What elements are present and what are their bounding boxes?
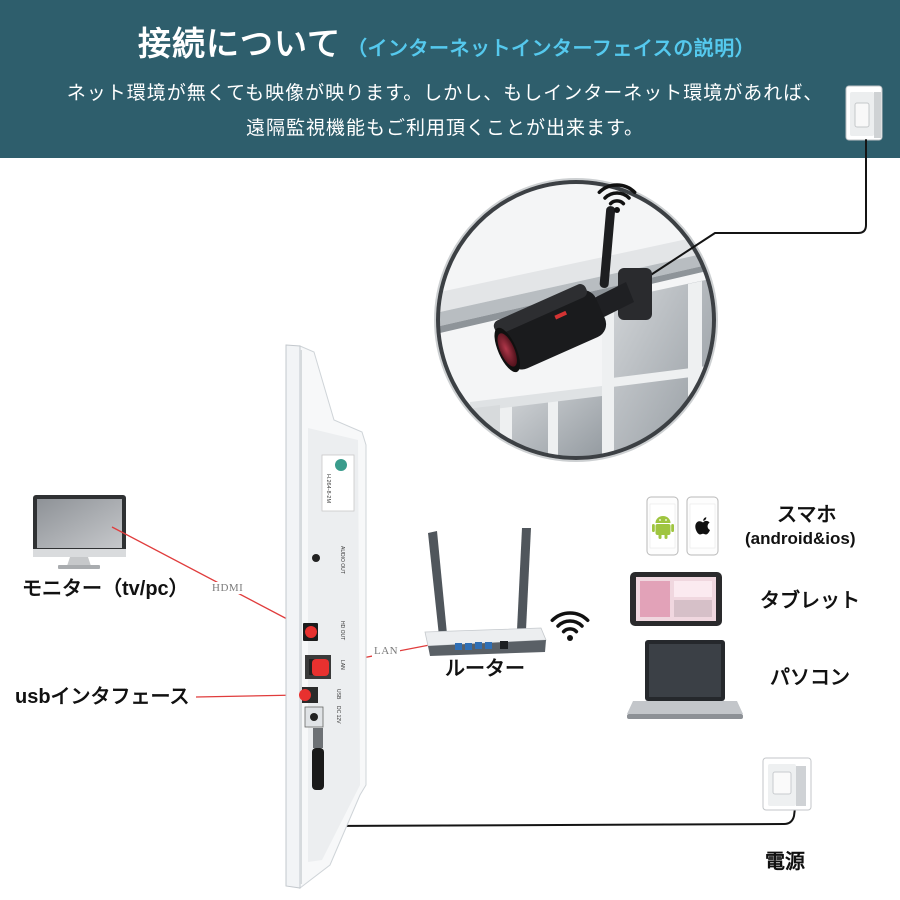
dc-in-socket: [310, 713, 318, 721]
monitor-neck: [67, 557, 91, 566]
router-antenna-right: [517, 528, 531, 630]
hdmi-label: HDMI: [210, 582, 245, 594]
power-adapter-icon-camera: [846, 86, 882, 140]
router-port: [465, 643, 472, 650]
usb-connector-line: [196, 695, 300, 697]
router-label: ルーター: [445, 657, 525, 681]
laptop-screen: [649, 644, 721, 697]
recorder-power-cable: [318, 788, 795, 826]
hd-out-label: HD OUT: [339, 621, 345, 640]
router-antenna-left: [428, 531, 447, 636]
nvr-monitor: H.264-8-2M AUDIO OUT HD OUT LAN USB DC 1…: [286, 345, 366, 888]
router-port: [455, 643, 462, 650]
audio-out-jack: [312, 554, 320, 562]
power-plug-boot: [312, 748, 324, 790]
laptop-base-lip: [627, 714, 743, 719]
smartphone-label: スマホ: [777, 503, 836, 527]
monitor-label: モニター（tv/pc）: [22, 577, 189, 601]
sticker-logo-icon: [335, 459, 347, 471]
usb-interface-label: usbインタフェース: [15, 685, 190, 709]
nvr-front-bezel: [286, 345, 300, 888]
router-wan-port: [500, 641, 508, 649]
usb-port-marker: [299, 689, 311, 701]
android-logo-eye: [659, 519, 661, 521]
laptop-keyboard-deck: [627, 701, 743, 714]
android-logo-eye: [665, 519, 667, 521]
router-icon: [425, 528, 546, 656]
camera-power-cable: [640, 140, 866, 282]
tablet-screen-panel: [674, 600, 712, 617]
tablet-icon: [630, 572, 722, 626]
laptop-icon: [627, 640, 743, 719]
dc-in-label: DC 12V: [335, 706, 341, 724]
router-port: [485, 642, 492, 649]
smartphone-os-label: (android&ios): [745, 529, 856, 549]
router-port: [475, 642, 482, 649]
pc-label: パソコン: [770, 666, 850, 690]
tablet-screen-panel: [640, 581, 670, 617]
monitor-icon: [33, 495, 126, 569]
audio-out-label: AUDIO OUT: [339, 546, 345, 574]
monitor-base: [58, 565, 100, 569]
usb-port-label: USB: [335, 689, 341, 700]
power-plug-tip: [313, 728, 323, 748]
hdmi-port-marker: [305, 626, 317, 638]
android-phone-icon: [647, 497, 678, 555]
lan-label: LAN: [372, 645, 400, 657]
power-adapter-icon-recorder: [763, 758, 811, 810]
power-label: 電源: [765, 850, 805, 874]
lan-port-label: LAN: [339, 660, 345, 670]
tablet-screen-panel: [674, 581, 712, 597]
monitor-screen: [37, 499, 122, 548]
wall-shadow: [440, 405, 500, 470]
iphone-icon: [687, 497, 718, 555]
monitor-chin: [33, 549, 126, 557]
tablet-label: タブレット: [760, 589, 860, 613]
lan-port-marker: [312, 659, 329, 676]
wifi-icon-router: [552, 613, 587, 641]
sticker-model-label: H.264-8-2M: [325, 474, 331, 503]
